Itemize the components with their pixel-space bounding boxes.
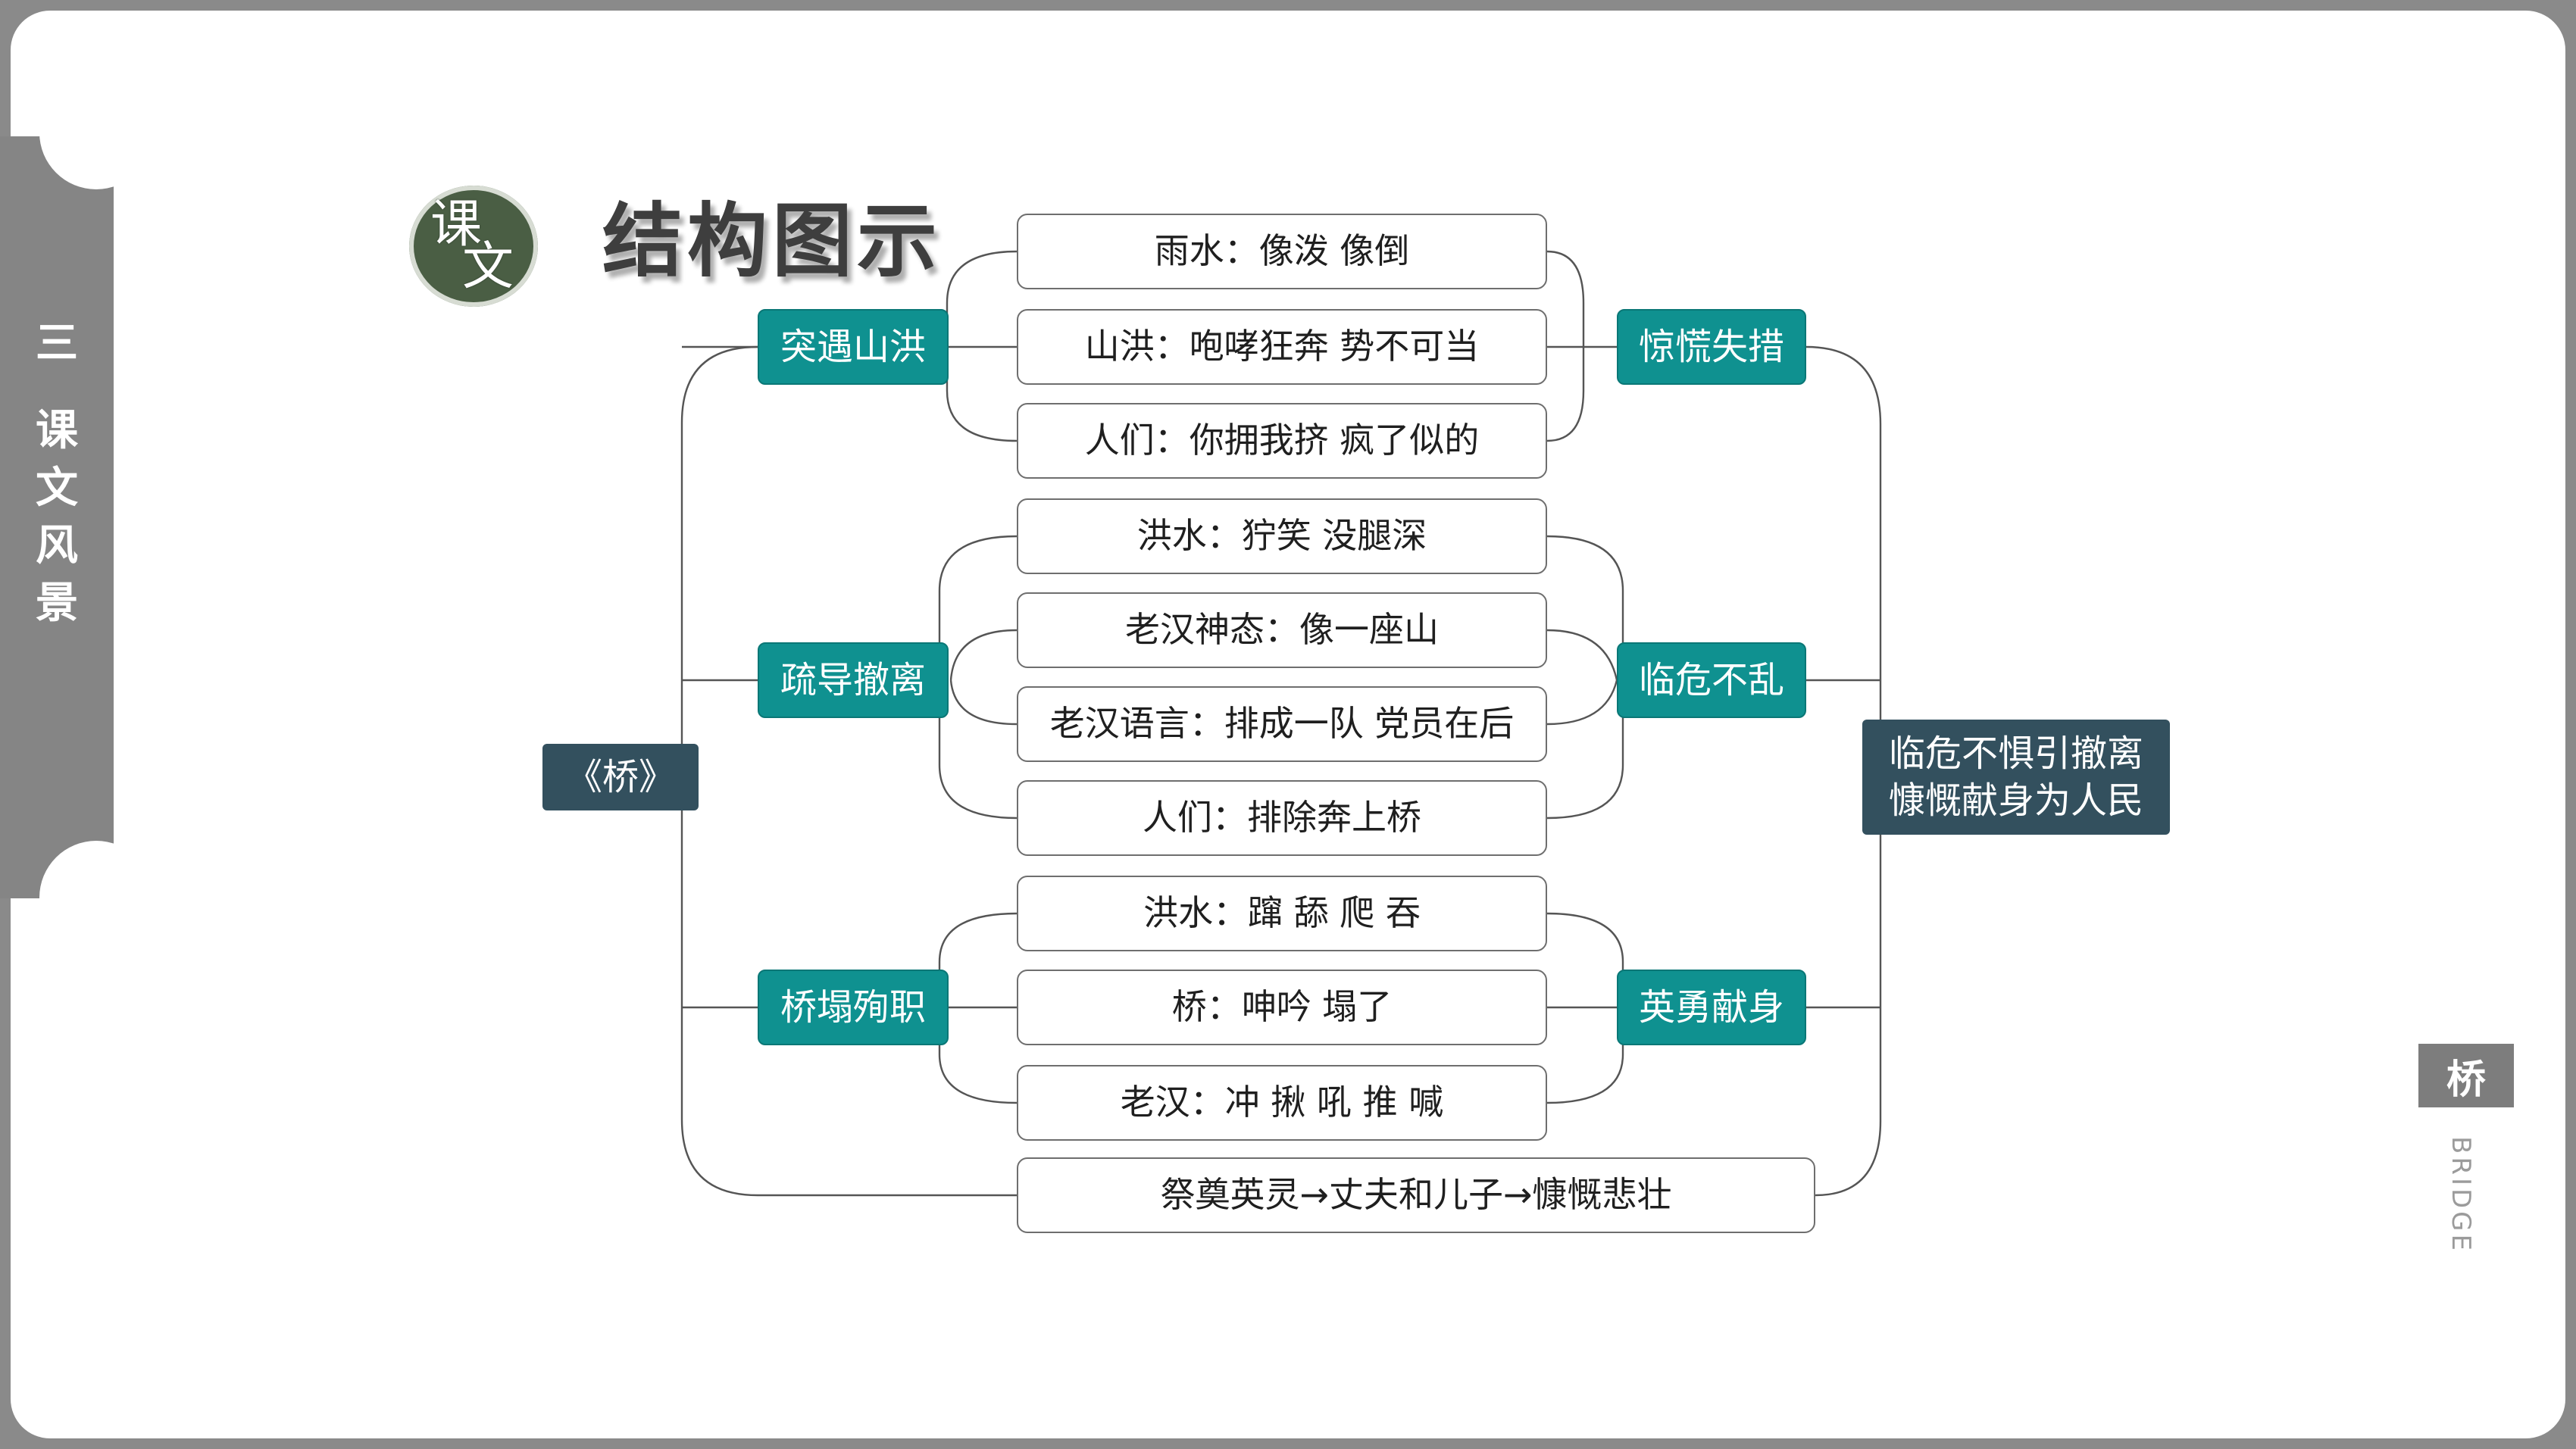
detail-box: 老汉语言：排成一队 党员在后 bbox=[1017, 686, 1547, 762]
detail-box: 山洪：咆哮狂奔 势不可当 bbox=[1017, 309, 1547, 385]
detail-box: 老汉：冲 揪 吼 推 喊 bbox=[1017, 1065, 1547, 1141]
conclusion-box: 祭奠英灵→丈夫和儿子→慷慨悲壮 bbox=[1017, 1157, 1815, 1233]
detail-box: 洪水：蹿 舔 爬 吞 bbox=[1017, 876, 1547, 951]
section-label-char: 文 bbox=[36, 463, 78, 513]
reaction-node-panic: 惊慌失措 bbox=[1617, 309, 1806, 385]
detail-box: 人们：排除奔上桥 bbox=[1017, 780, 1547, 856]
reaction-node-sacrifice: 英勇献身 bbox=[1617, 970, 1806, 1045]
event-node-collapse: 桥塌殉职 bbox=[758, 970, 949, 1045]
section-label-char: 课 bbox=[36, 405, 78, 455]
badge-char: 课 bbox=[430, 195, 483, 255]
section-label-char: 风 bbox=[36, 520, 78, 570]
theme-line: 慷慨献身为人民 bbox=[1888, 779, 2143, 822]
root-node: 《桥》 bbox=[542, 744, 699, 810]
section-tab: 三 课 文 风 景 bbox=[0, 136, 114, 898]
reaction-node-calm: 临危不乱 bbox=[1617, 642, 1806, 718]
event-node-flood: 突遇山洪 bbox=[758, 309, 949, 385]
section-label-char: 景 bbox=[36, 578, 78, 628]
event-node-evacuate: 疏导撤离 bbox=[758, 642, 949, 718]
detail-box: 桥：呻吟 塌了 bbox=[1017, 970, 1547, 1045]
theme-line: 临危不惧引撤离 bbox=[1888, 732, 2143, 775]
lesson-badge: 课 文 bbox=[409, 186, 538, 307]
detail-box: 雨水：像泼 像倒 bbox=[1017, 214, 1547, 289]
page-title: 结构图示 bbox=[602, 195, 942, 288]
detail-box: 老汉神态：像一座山 bbox=[1017, 592, 1547, 668]
lesson-subtitle: BRIDGE bbox=[2446, 1136, 2476, 1254]
detail-box: 洪水：狞笑 没腿深 bbox=[1017, 498, 1547, 574]
badge-char: 文 bbox=[462, 237, 514, 297]
lesson-tag: 桥 bbox=[2418, 1044, 2520, 1113]
theme-box: 临危不惧引撤离 慷慨献身为人民 bbox=[1862, 720, 2170, 835]
tab-notch bbox=[39, 841, 153, 954]
detail-box: 人们：你拥我挤 疯了似的 bbox=[1017, 403, 1547, 479]
tab-notch bbox=[39, 76, 153, 189]
section-number: 三 bbox=[36, 318, 78, 368]
